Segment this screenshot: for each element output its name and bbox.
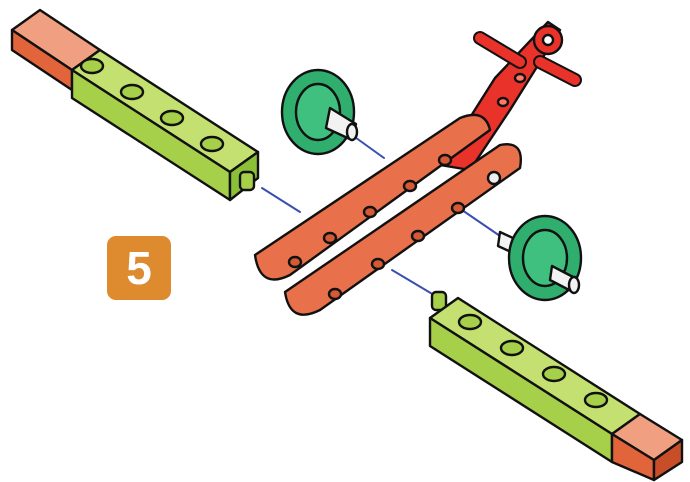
step-number-badge: 5 — [107, 236, 171, 300]
step-number: 5 — [126, 245, 152, 291]
green-wheel-lower — [498, 216, 581, 300]
green-beam-lower-right — [430, 292, 682, 480]
green-beam-upper-left — [12, 10, 258, 200]
green-wheel-upper — [282, 70, 357, 154]
